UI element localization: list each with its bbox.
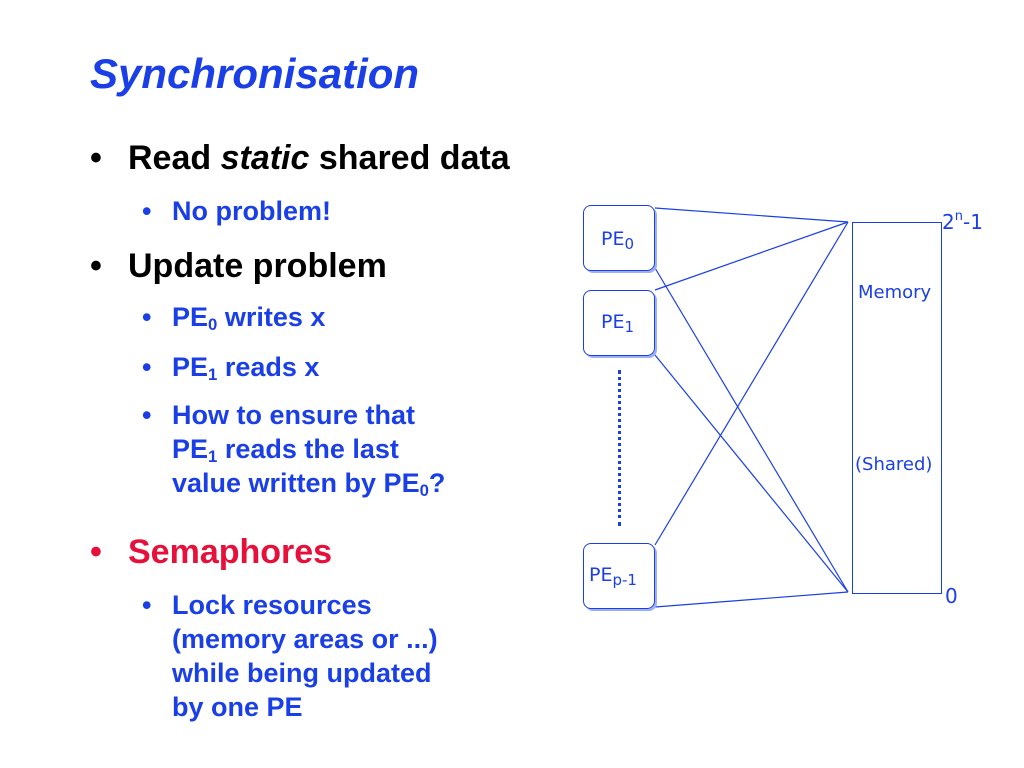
bullet-dot: • [142,352,152,382]
sub-bullet-text: No problem! [172,196,331,226]
bullet-text: Semaphores [128,533,333,571]
link-pep1-top [654,221,849,546]
address-top: 2n-1 [942,210,983,234]
link-pep1-bottom [654,591,849,608]
pe-label: PE1 [601,311,635,336]
bullet-dot: • [142,302,152,332]
sub-bullet-how-to-ensure: • How to ensure that PE1 reads the last … [142,398,445,500]
sub-bullet-lock-resources: • Lock resources (memory areas or ...) w… [142,588,438,724]
pe-base: PE [601,311,625,333]
bullet-dot: • [90,533,102,571]
bullet-dot: • [90,247,102,285]
bullet-read-static: • Read static shared data [90,138,510,178]
pe-base: PE [172,434,209,464]
bullet-emphasis: static [220,139,310,177]
pe-index: 1 [208,447,218,467]
link-pe1-bottom [654,354,849,593]
bullet-update-problem: • Update problem [90,246,387,286]
sub-bullet-text: reads x [217,352,320,382]
lock-line-4: by one PE [172,692,303,722]
sub-bullet-text: value written by PE [172,468,420,498]
memory-label: Memory [858,282,932,303]
pe-index: 0 [624,234,635,253]
ensure-line-2: PE1 reads the last [172,432,445,466]
link-pe0-bottom [654,267,849,593]
bullet-semaphores: • Semaphores [90,532,333,572]
pe-index: 1 [624,317,635,336]
sub-bullet-text: writes x [217,302,326,332]
pe-label: PEp-1 [589,564,637,589]
bullet-dot: • [142,590,152,620]
pe-box-1: PE1 [583,290,655,356]
pe-index: 0 [419,481,429,501]
addr-base: 2 [942,210,955,234]
pe-index: p-1 [612,570,637,589]
pe-base: PE [172,302,209,332]
pe-base: PE [172,352,209,382]
addr-exponent: n [954,208,963,224]
pe-index: 1 [208,365,218,385]
pe-index: 0 [208,315,218,335]
pe-base: PE [589,564,613,586]
ensure-line-1: How to ensure that [172,400,416,430]
sub-bullet-text: reads the last [217,434,399,464]
pe-box-0: PE0 [583,205,655,271]
sub-bullet-pe1-reads: • PE1 reads x [142,350,320,385]
bullet-dot: • [142,196,152,226]
link-pe1-top [654,221,849,291]
bullet-dot: • [142,400,152,430]
ellipsis-dots [618,370,621,526]
addr-rest: -1 [962,210,983,234]
slide-title: Synchronisation [90,50,420,97]
lock-line-1: Lock resources [172,590,372,620]
pe-box-p-1: PEp-1 [583,543,655,609]
address-bottom: 0 [945,584,958,608]
sub-bullet-no-problem: • No problem! [142,194,331,228]
memory-box [852,222,942,594]
pe-label: PE0 [601,228,635,253]
lock-line-2: (memory areas or ...) [172,624,438,654]
memory-shared-label: (Shared) [855,454,933,475]
lock-line-3: while being updated [172,658,432,688]
sub-bullet-text: ? [428,468,446,498]
pe-base: PE [601,228,625,250]
bullet-text: shared data [309,139,510,177]
ensure-line-3: value written by PE0? [172,466,445,500]
link-pe0-top [654,207,849,223]
bullet-text: Read [128,139,221,177]
bullet-text: Update problem [128,247,387,285]
sub-bullet-pe0-writes: • PE0 writes x [142,300,326,335]
bullet-dot: • [90,139,102,177]
